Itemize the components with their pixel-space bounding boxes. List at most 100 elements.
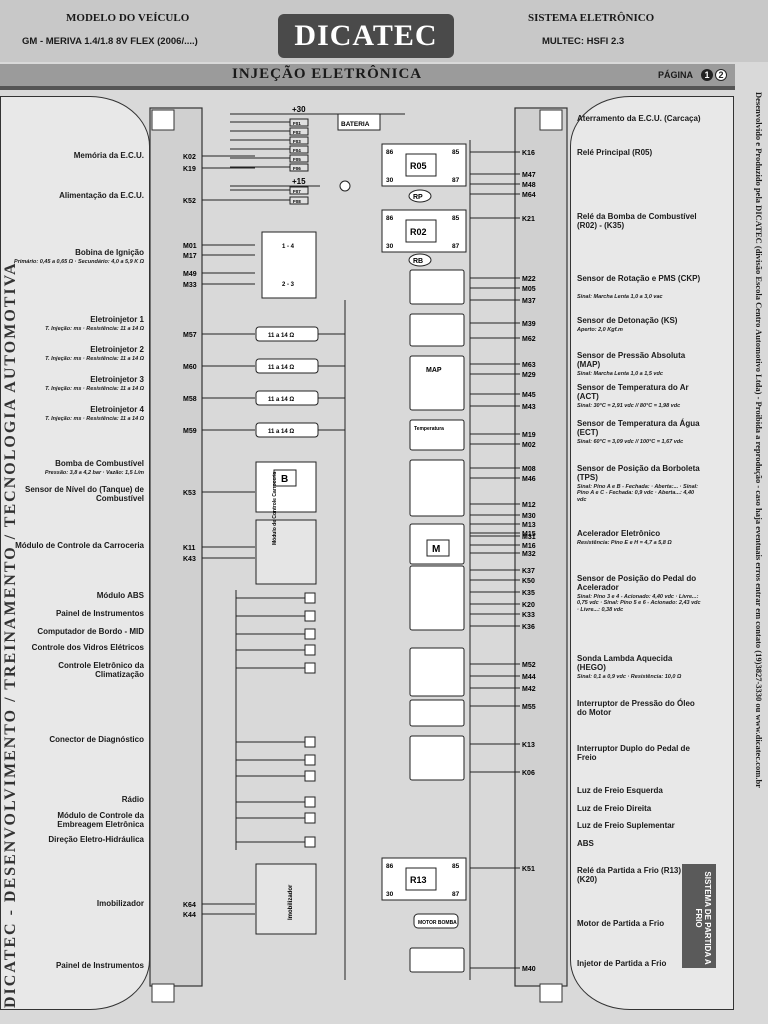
relay-pin-label: 85 [452,149,460,156]
ecu-pin-label: M30 [522,513,536,520]
injector-3 [255,390,319,406]
left-label-14: Controle dos Vidros Elétricos [31,643,144,652]
throttle-motor [426,539,450,557]
connector-pin [304,736,316,748]
left-label-spec-6: T. Injeção: ms · Resistência: 11 a 14 Ω [45,386,144,392]
connector-pin [304,662,316,674]
ecu-pin-label: M52 [522,662,536,669]
relay-pin-label: 87 [452,177,460,184]
relay-pin-label: 85 [452,215,460,222]
ecu-pin-label: M08 [522,466,536,473]
fuse-label: F08 [293,199,301,204]
fuse-symbol [289,154,309,163]
ecu-pin-label: M49 [183,271,197,278]
sensor-box [409,565,465,631]
left-label-9: Sensor de Nível do (Tanque) de Combustív… [25,485,144,503]
right-label-spec-7: Sinal: 30°C = 2,91 vdc // 80°C = 1,98 vd… [577,403,681,409]
left-label-2: Alimentação da E.C.U. [59,191,144,200]
battery-symbol [337,113,381,131]
signal-label: RB [413,258,423,265]
fuse-symbol [289,186,309,195]
injector-resistance: 11 a 14 Ω [268,429,294,435]
right-label-14: Interruptor Duplo do Pedal de Freio [577,744,690,763]
cold-start-box: SISTEMA DE PARTIDA A FRIO [682,864,716,968]
cold-start-pump [413,913,459,929]
right-label-6: Sensor de Pressão Absoluta (MAP) [577,351,686,370]
sensor-box [409,459,465,517]
cold-start-box-label: SISTEMA DE PARTIDA A FRIO [694,871,712,965]
ecu-pin-label: M59 [183,428,197,435]
ecu-left-bottom-icon [151,983,175,1003]
page-2-button[interactable]: 2 [715,69,727,81]
coil-label-2: 2 - 3 [282,282,295,288]
ecu-pin-label: M05 [522,286,536,293]
fuse-symbol [289,196,309,205]
injector-4 [255,422,319,438]
relay-name: R05 [410,161,427,171]
connector-pin [304,610,316,622]
ecu-left-connector [149,107,203,987]
right-label-spec-8: Sinal: 60°C = 3,09 vdc // 100°C = 1,67 v… [577,439,684,445]
ecu-pin-label: M37 [522,298,536,305]
map-label: MAP [426,367,442,374]
battery-label: BATERIA [341,121,370,128]
ecu-left-top-icon [151,109,175,131]
ecu-pin-label: M13 [522,522,536,529]
injector-resistance: 11 a 14 Ω [268,365,294,371]
ecu-pin-label: M39 [522,321,536,328]
left-label-15: Controle Eletrônico da Climatização [58,661,144,679]
left-label-17: Rádio [121,795,144,804]
fuse-symbol [289,127,309,136]
relay-pin-label: 86 [386,149,394,156]
dicatec-logo: DICATEC [278,14,454,58]
ecu-pin-label: K53 [183,490,196,497]
sensor-box [409,947,465,973]
left-label-16: Conector de Diagnóstico [49,735,144,744]
left-label-spec-7: T. Injeção: ms · Resistência: 11 a 14 Ω [45,416,144,422]
right-label-spec-6: Sinal: Marcha Lenta 1,0 a 1,5 vdc [577,371,663,377]
ecu-pin-label: M47 [522,172,536,179]
connector-pin [304,754,316,766]
left-label-13: Computador de Bordo - MID [37,627,144,636]
right-label-spec-10: Resistência: Pino E e H = 4,7 a 5,8 Ω [577,540,672,546]
left-label-8: Bomba de Combustível [55,459,144,468]
right-label-5: Sensor de Detonação (KS) [577,316,678,325]
ecu-pin-label: M22 [522,276,536,283]
ecu-pin-label: K02 [183,154,196,161]
ecu-pin-label: M46 [522,476,536,483]
left-label-6: Eletroinjetor 3 [90,375,144,384]
ecu-pin-label: K06 [522,770,535,777]
ecu-pin-label: M40 [522,966,536,973]
sensor-box [409,419,465,451]
ecu-pin-label: K13 [522,742,535,749]
sensor-box [409,735,465,781]
cold-motor-label: MOTOR BOMBA [418,920,457,926]
relay-pin-label: 87 [452,891,460,898]
fuse-label: F01 [293,121,301,126]
ecu-pin-label: K44 [183,912,196,919]
right-label-13: Interruptor de Pressão do Óleo do Motor [577,699,695,718]
fuse-label: F02 [293,130,301,135]
fuse-symbol [289,145,309,154]
ecu-pin-label: M55 [522,704,536,711]
ecu-right-connector [514,107,568,987]
ecu-right-bottom-icon [539,983,563,1003]
left-label-7: Eletroinjetor 4 [90,405,144,414]
right-label-15: Luz de Freio Esquerda [577,786,663,795]
fuel-pump-letter: B [281,474,288,485]
relay-pin-label: 86 [386,215,394,222]
title-divider [0,86,735,90]
page-1-button[interactable]: 1 [701,69,713,81]
throttle-motor-letter: M [432,544,440,555]
body-module-label: Módulo de Controle Carroceria [272,471,278,545]
relay-pin-label: 30 [386,891,394,898]
ecu-pin-label: M17 [183,253,197,260]
fuse-symbol [289,136,309,145]
injector-1 [255,326,319,342]
ecu-pin-label: M45 [522,392,536,399]
relay-name: R02 [410,227,427,237]
right-label-11: Sensor de Posição do Pedal do Acelerador [577,574,697,593]
right-label-16: Luz de Freio Direita [577,804,652,813]
left-label-spec-8: Pressão: 3,8 a 4,2 bar · Vazão: 1,5 L/m [44,470,144,476]
title-bar: INJEÇÃO ELETRÔNICA PÁGINA 1 2 [0,64,735,86]
